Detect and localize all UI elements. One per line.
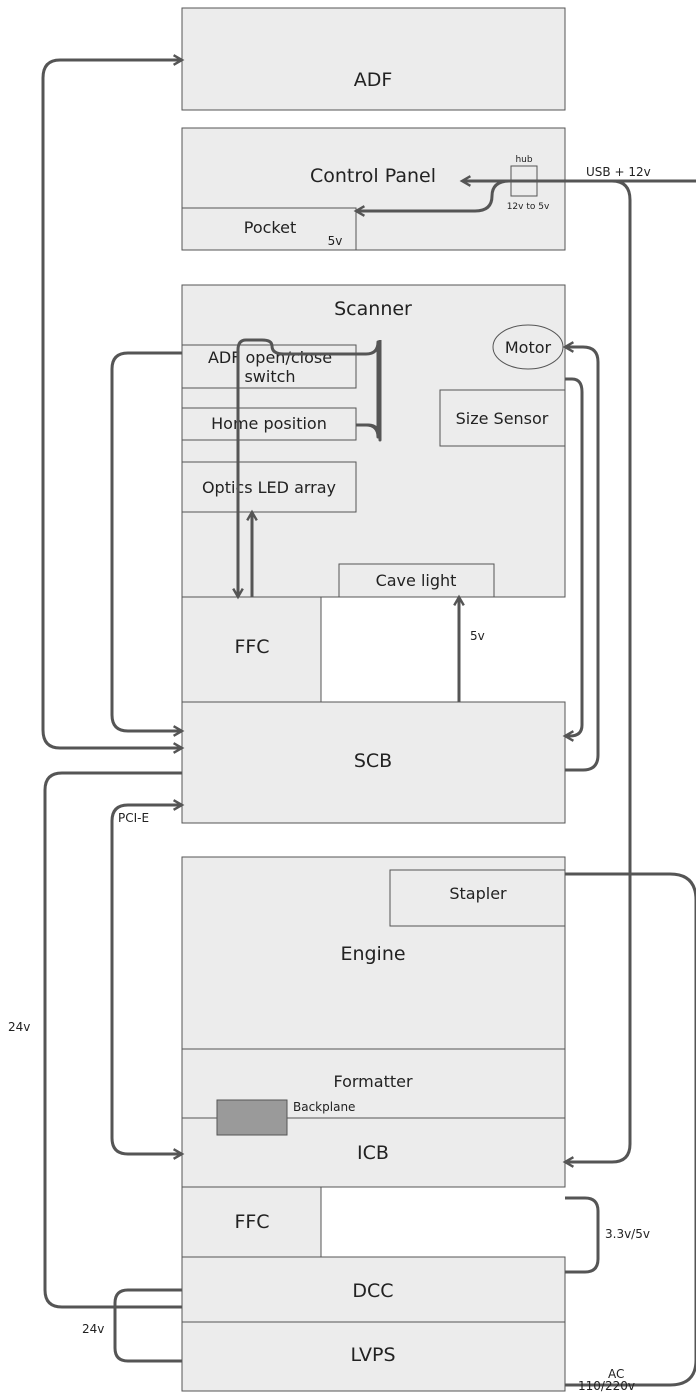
- backplane-label: Backplane: [293, 1100, 355, 1114]
- pocket-block: [181, 207, 357, 251]
- stapler-label: Stapler: [449, 884, 507, 903]
- stapler-block: [389, 869, 566, 927]
- engine-label: Engine: [340, 943, 405, 965]
- scanner-label: Scanner: [334, 298, 412, 320]
- size-sensor-scb-wire: [562, 377, 584, 742]
- home-position-label: Home position: [211, 414, 327, 433]
- engine-block: Engine Stapler: [181, 856, 566, 1050]
- optics-led-label: Optics LED array: [202, 478, 336, 497]
- pocket-label: Pocket: [244, 218, 296, 237]
- mains-label: 110/220v: [578, 1379, 635, 1393]
- motor-label: Motor: [505, 338, 552, 357]
- ffc-top-block: FFC: [181, 596, 322, 703]
- control-panel-label: Control Panel: [310, 165, 436, 187]
- adf-block: ADF: [181, 7, 566, 111]
- stapler-ac-wire: [565, 872, 696, 1387]
- pcie-label: PCI-E: [118, 811, 149, 825]
- pocket-voltage-label: 5v: [328, 234, 343, 248]
- icb-dcc-wire: [565, 1196, 600, 1274]
- cave-light-block: [338, 563, 495, 598]
- scanner-block: Scanner ADF open/close switch Motor Size…: [181, 284, 566, 598]
- pcie-wire: [110, 799, 185, 1160]
- formatter-label: Formatter: [333, 1072, 413, 1091]
- hub-converter-label: 12v to 5v: [507, 202, 550, 212]
- v33-5-label: 3.3v/5v: [605, 1227, 650, 1241]
- scb-block: SCB: [181, 701, 566, 824]
- ffc-bottom-label: FFC: [234, 1211, 269, 1233]
- control-panel-block: Control Panel Pocket 5v hub 12v to 5v: [181, 127, 566, 251]
- cave-5v-label: 5v: [470, 629, 485, 643]
- usb-icb-wire: [562, 179, 696, 1168]
- lvps-label: LVPS: [350, 1344, 395, 1366]
- ac-label: AC: [608, 1367, 624, 1381]
- lvps-block: LVPS: [181, 1321, 566, 1392]
- adf-switch-label-line1: ADF open/close: [208, 348, 332, 367]
- icb-label: ICB: [357, 1142, 389, 1164]
- adf-switch-block: [181, 344, 357, 389]
- scb-label: SCB: [354, 750, 392, 772]
- size-sensor-block: [439, 389, 566, 447]
- 24v-lvps-label: 24v: [82, 1322, 104, 1336]
- dcc-scb-24v-wire: [43, 771, 182, 1309]
- size-sensor-label: Size Sensor: [456, 409, 549, 428]
- usb-label: USB + 12v: [586, 165, 651, 179]
- optics-led-block: [181, 461, 357, 513]
- cave-light-label: Cave light: [376, 571, 457, 590]
- ffc-top-label: FFC: [234, 636, 269, 658]
- hub-pocket-wire: [353, 179, 511, 217]
- adf-scb-wire: [41, 54, 185, 754]
- ffc-bottom-block: FFC: [181, 1186, 322, 1258]
- adf-label: ADF: [354, 69, 393, 91]
- adf-switch-scb-wire: [110, 351, 185, 737]
- dcc-lvps-wire: [113, 1288, 182, 1363]
- dcc-block: DCC: [181, 1256, 566, 1323]
- adf-switch-label-line2: switch: [244, 367, 295, 386]
- dcc-label: DCC: [352, 1280, 393, 1302]
- home-position-ffc-wire: [232, 338, 380, 600]
- backplane-block: [216, 1099, 288, 1136]
- motor-scb-wire: [562, 341, 600, 772]
- 24v-left-label: 24v: [8, 1020, 30, 1034]
- hub-label: hub: [515, 155, 532, 165]
